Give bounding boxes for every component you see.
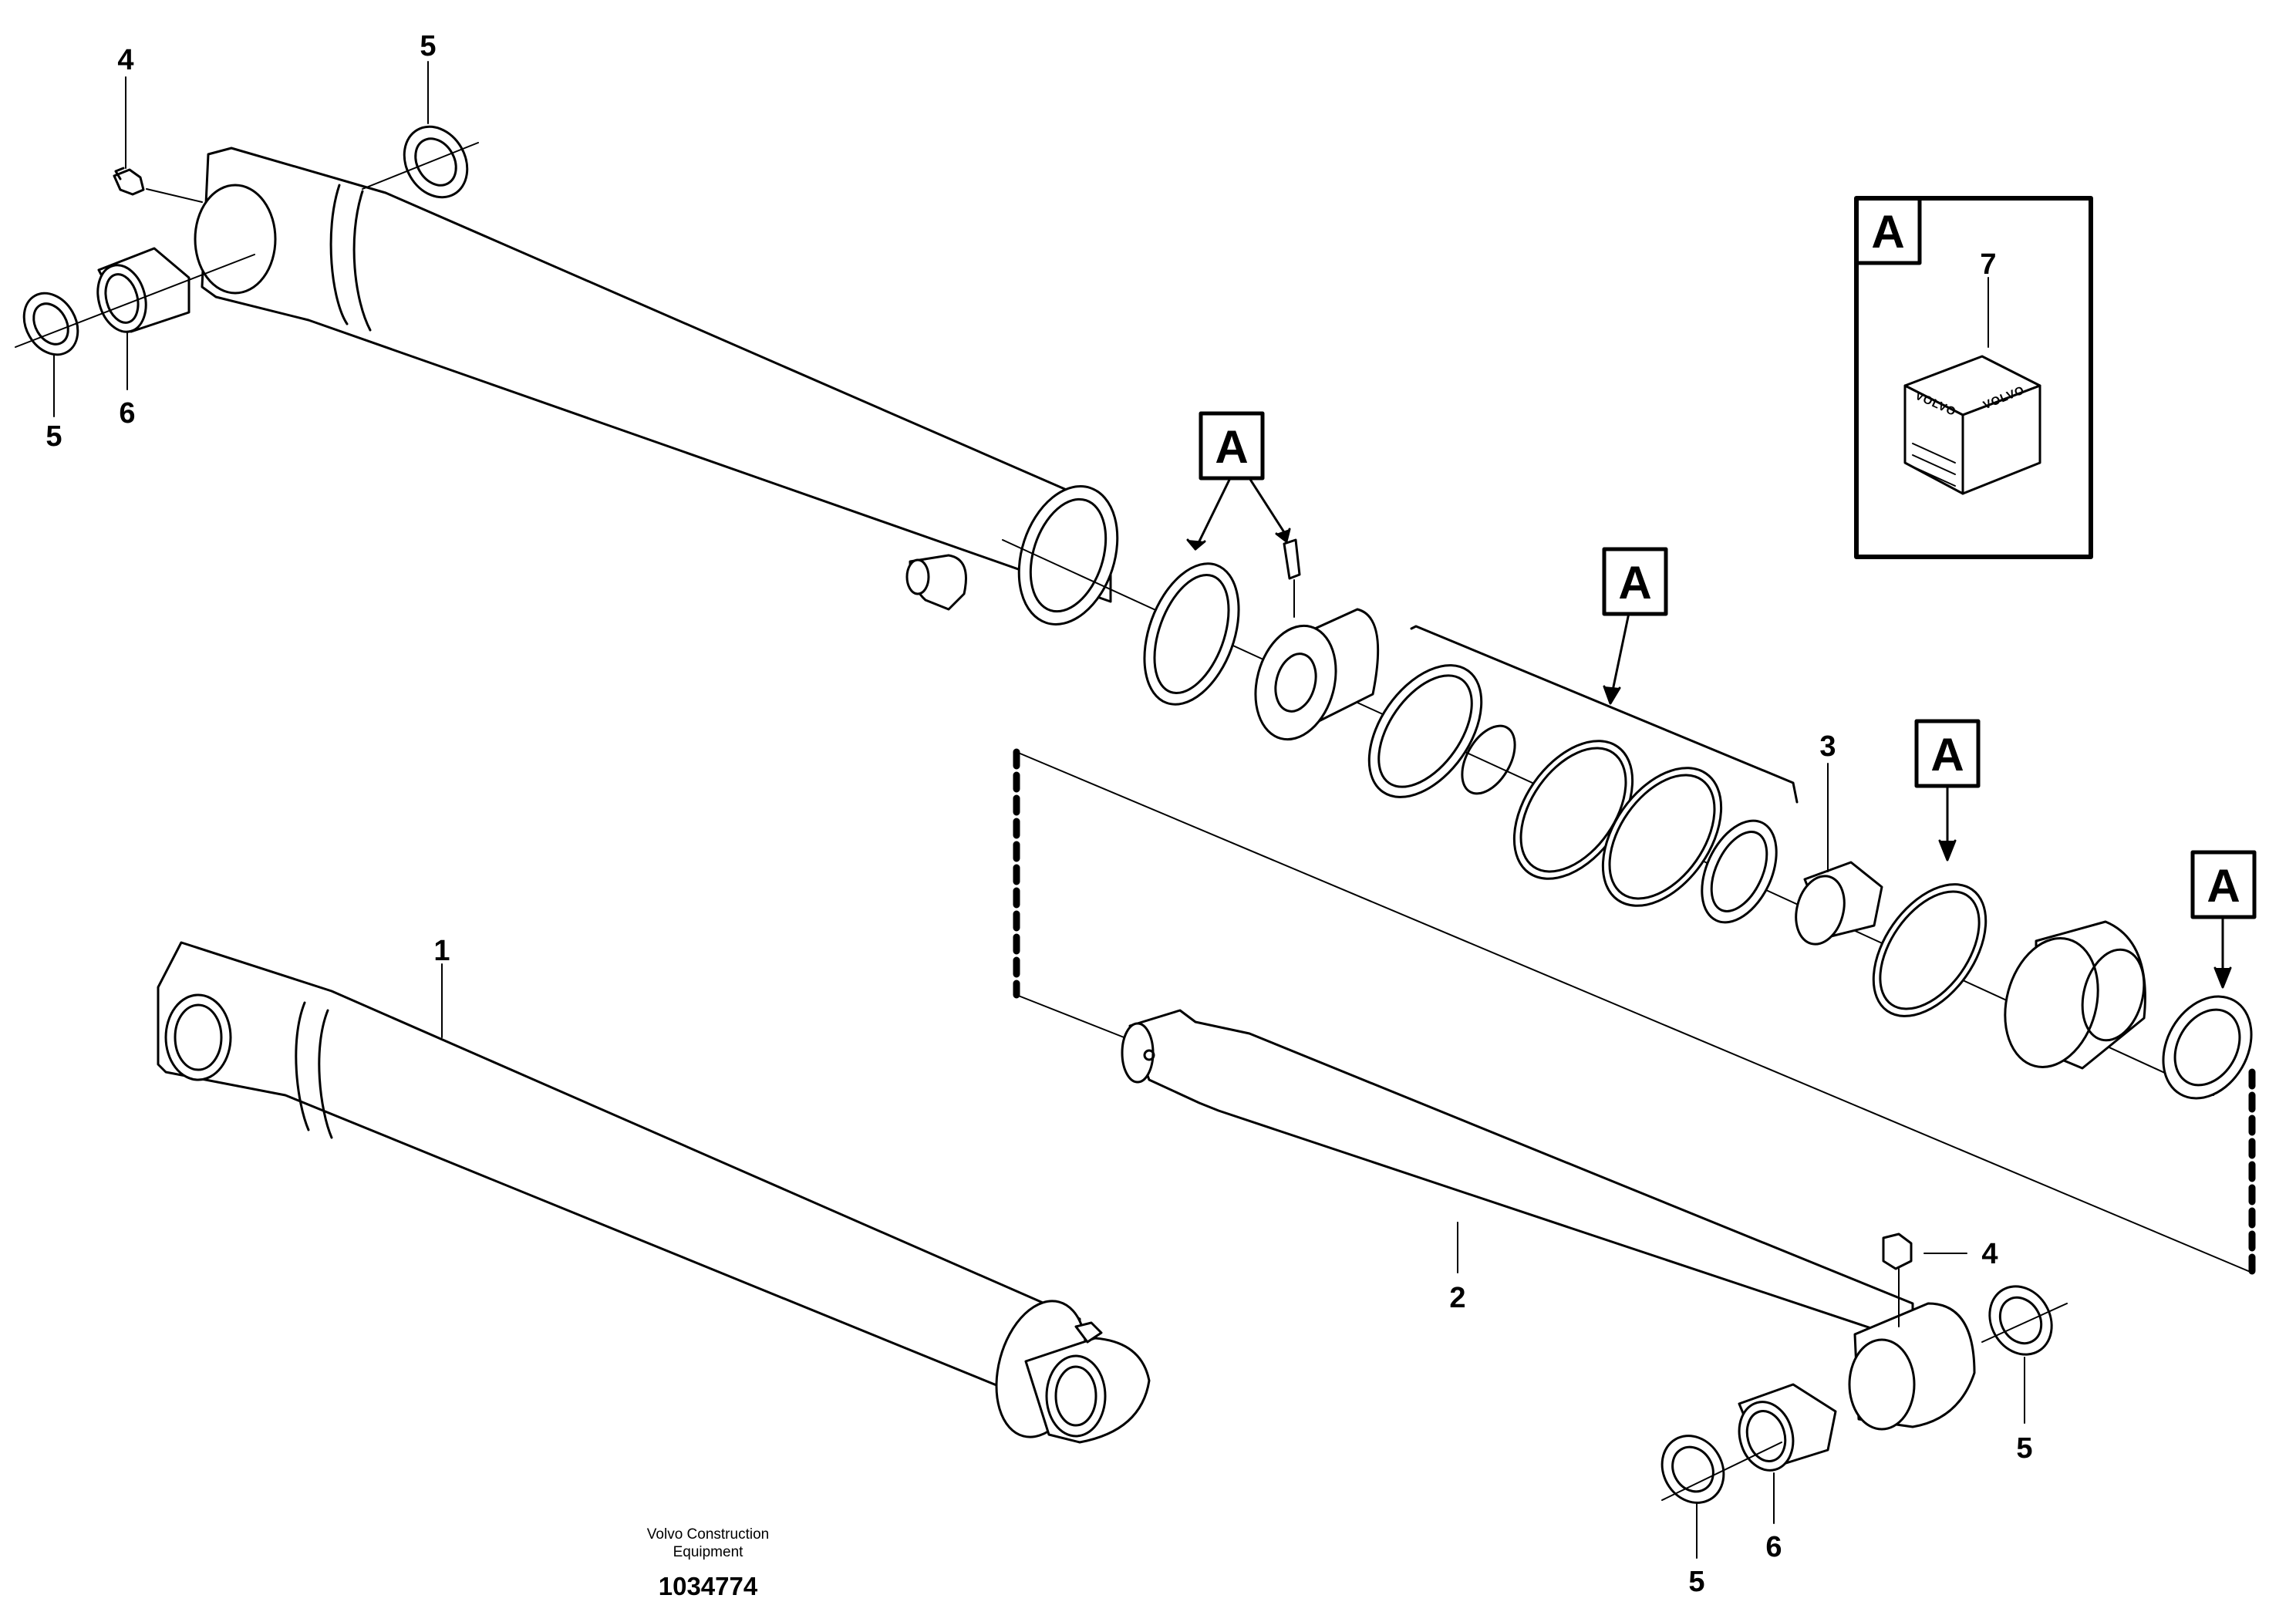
kit-bracket xyxy=(1410,625,1799,804)
dashed-reference-frame xyxy=(1013,748,2256,1280)
inset-kit-box xyxy=(1854,196,2093,559)
callout-3: 3 xyxy=(1819,730,1836,763)
kit-marker-box-1 xyxy=(1199,411,1265,481)
callout-labels: 4 5 5 6 1 2 3 4 5 5 6 7 xyxy=(46,30,2032,1598)
callout-5-lower-left: 5 xyxy=(1688,1566,1704,1598)
callout-5-upper-right: 5 xyxy=(420,30,436,62)
piston-parts xyxy=(1143,538,2253,1100)
grease-nipple-upper xyxy=(113,167,145,196)
callout-2: 2 xyxy=(1449,1282,1465,1314)
kit-marker-labels: A A A A A xyxy=(1215,206,2240,912)
callout-4-upper: 4 xyxy=(117,44,133,76)
footer-drawing-number: 1034774 xyxy=(659,1572,758,1600)
callout-4-lower: 4 xyxy=(1981,1238,1998,1270)
kit-marker-label-1: A xyxy=(1215,421,1248,473)
kit-marker-arrows xyxy=(1186,477,2232,989)
callout-6-lower: 6 xyxy=(1765,1531,1782,1563)
callout-7: 7 xyxy=(1980,248,1996,281)
kit-marker-label-2: A xyxy=(1618,557,1651,609)
grease-nipple-lower xyxy=(1882,1233,1913,1327)
leader-lines xyxy=(53,61,2025,1559)
footer: Volvo Construction Equipment 1034774 xyxy=(647,1526,769,1600)
inset-label: A xyxy=(1871,206,1904,258)
piston-rod xyxy=(1121,1009,1976,1431)
kit-marker-label-4: A xyxy=(2207,860,2240,912)
upper-cylinder-barrel xyxy=(194,147,1119,626)
callout-5-lower-right: 5 xyxy=(2016,1432,2032,1465)
kit-marker-label-3: A xyxy=(1930,729,1964,781)
assembled-cylinder xyxy=(157,941,1151,1444)
callout-6-upper: 6 xyxy=(119,397,135,430)
lower-bushing-and-seals xyxy=(1660,1285,2068,1504)
callout-5-upper-left: 5 xyxy=(46,420,62,453)
kit-marker-box-2 xyxy=(1602,547,1668,616)
callout-1: 1 xyxy=(433,935,450,967)
kit-marker-box-4 xyxy=(2190,850,2257,919)
footer-company-line2: Equipment xyxy=(673,1544,744,1560)
footer-company-line1: Volvo Construction xyxy=(647,1526,769,1543)
kit-marker-box-3 xyxy=(1914,719,1981,788)
